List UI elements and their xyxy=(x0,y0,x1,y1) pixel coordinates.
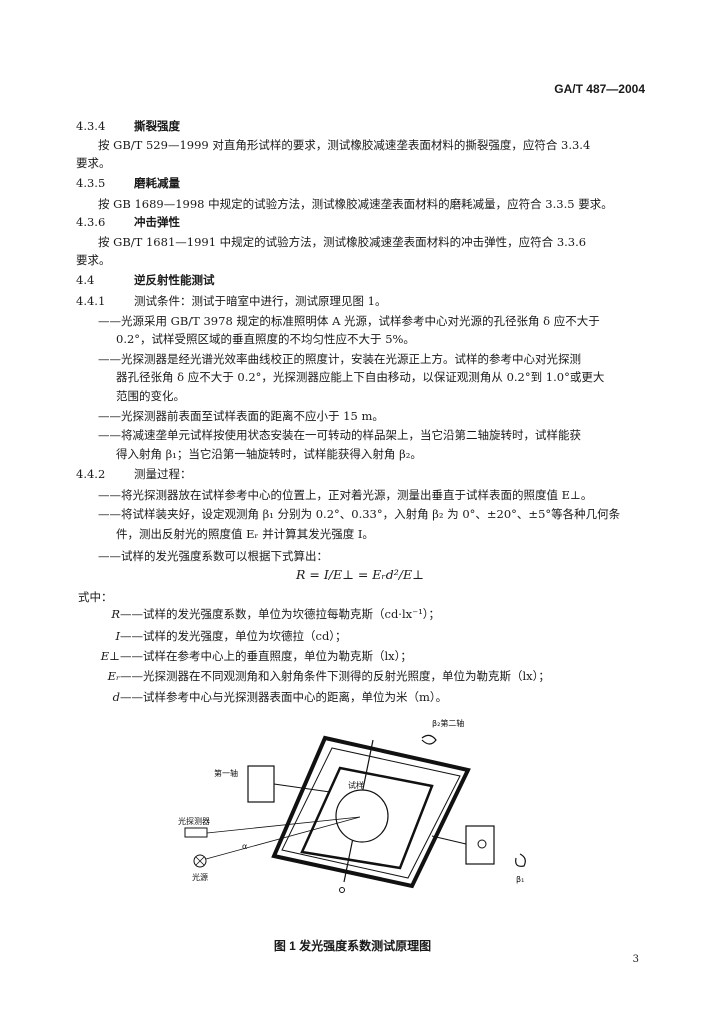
definition-item: I——试样的发光强度，单位为坎德拉（cd）； xyxy=(78,628,347,644)
line-text: 得入射角 β₁；当它沿第一轴旋转时，试样能获得入射角 β₂。 xyxy=(116,447,422,461)
text-line: ——光探测器是经光谱光效率曲线校正的照度计，安装在光源正上方。试样的参考中心对光… xyxy=(98,351,581,367)
line-text: 测试条件：测试于暗室中进行，测试原理见图 1。 xyxy=(134,294,387,308)
clause-number: 4.3.4 xyxy=(76,119,106,133)
label-sample: 试样 xyxy=(348,780,364,790)
text-line: 4.4 逆反射性能测试 xyxy=(76,272,215,288)
line-text: 按 GB/T 529—1999 对直角形试样的要求，测试橡胶减速垄表面材料的撕裂… xyxy=(98,138,591,152)
text-line: ——将减速垄单元试样按使用状态安装在一可转动的样品架上，当它沿第二轴旋转时，试样… xyxy=(98,427,581,443)
clause-number: 4.4.2 xyxy=(76,467,106,481)
line-text: 测量过程： xyxy=(134,467,192,481)
text-line: 按 GB/T 1681—1991 中规定的试验方法，测试橡胶减速垄表面材料的冲击… xyxy=(98,234,586,250)
text-line: 件，测出反射光的照度值 Eᵣ 并计算其发光强度 I。 xyxy=(116,526,374,542)
line-text: ——光探测器是经光谱光效率曲线校正的照度计，安装在光源正上方。试样的参考中心对光… xyxy=(98,352,581,366)
definition-item: E⊥——试样在参考中心上的垂直照度，单位为勒克斯（lx）； xyxy=(78,648,412,664)
text-line: 0.2°，试样受照区域的垂直照度的不均匀性应不大于 5%。 xyxy=(116,331,415,347)
definition-item: R——试样的发光强度系数，单位为坎德拉每勒克斯（cd·lx⁻¹）； xyxy=(78,606,440,622)
figure-caption: 图 1 发光强度系数测试原理图 xyxy=(273,939,432,953)
clause-title: 撕裂强度 xyxy=(134,119,180,133)
line-text: 按 GB/T 1681—1991 中规定的试验方法，测试橡胶减速垄表面材料的冲击… xyxy=(98,235,587,249)
text-line: 按 GB/T 529—1999 对直角形试样的要求，测试橡胶减速垄表面材料的撕裂… xyxy=(98,137,590,153)
label-alpha: α xyxy=(242,842,247,851)
outer-frame xyxy=(271,735,471,889)
text-line: ——光源采用 GB/T 3978 规定的标准照明体 A 光源，试样参考中心对光源… xyxy=(98,313,600,329)
line-text: ——将试样装夹好，设定观测角 β₁ 分别为 0.2°、0.33°，入射角 β₂ … xyxy=(98,507,621,521)
detector-box xyxy=(184,827,208,838)
clause-number: 4.3.5 xyxy=(76,176,106,190)
line-text: 按 GB 1689—1998 中规定的试验方法，测试橡胶减速垄表面材料的磨耗减量… xyxy=(98,197,613,211)
line-text: ——将减速垄单元试样按使用状态安装在一可转动的样品架上，当它沿第二轴旋转时，试样… xyxy=(98,428,581,442)
text-line: 按 GB 1689—1998 中规定的试验方法，测试橡胶减速垄表面材料的磨耗减量… xyxy=(98,196,613,212)
text-line: 4.4.2 测量过程： xyxy=(76,466,192,482)
definition-text: ——试样在参考中心上的垂直照度，单位为勒克斯（lx）； xyxy=(120,649,412,663)
pivot-hole xyxy=(477,839,487,849)
text-line: 4.3.6 冲击弹性 xyxy=(76,214,180,230)
text-line: 4.4.1 测试条件：测试于暗室中进行，测试原理见图 1。 xyxy=(76,293,386,309)
text-line: ——将光探测器放在试样参考中心的位置上，正对着光源，测量出垂直于试样表面的照度值… xyxy=(98,487,592,503)
label-source: 光源 xyxy=(192,872,208,882)
text-line: 要求。 xyxy=(76,155,111,171)
sample-circle xyxy=(335,789,389,843)
first-axis-bracket xyxy=(247,765,275,803)
where-label: 式中： xyxy=(78,590,113,604)
line-text: 器孔径张角 δ 应不大于 0.2°，光探测器应能上下自由移动，以保证观测角从 0… xyxy=(116,370,605,384)
text-line: 器孔径张角 δ 应不大于 0.2°，光探测器应能上下自由移动，以保证观测角从 0… xyxy=(116,369,604,385)
clause-title: 冲击弹性 xyxy=(134,215,180,229)
definition-text: ——试样参考中心与光探测器表面中心的距离，单位为米（m）。 xyxy=(120,690,448,704)
definition-symbol: R xyxy=(111,607,120,621)
definition-symbol: d xyxy=(112,690,120,704)
page-number: 3 xyxy=(632,954,639,965)
definition-text: ——光探测器在不同观测角和入射角条件下测得的反射光照度，单位为勒克斯（lx）； xyxy=(120,669,550,683)
rotation-arrow-right xyxy=(515,853,526,867)
label-beta1: β₁ xyxy=(516,875,524,884)
definition-item: Eᵣ——光探测器在不同观测角和入射角条件下测得的反射光照度，单位为勒克斯（lx）… xyxy=(78,668,550,684)
label-axis1: 第一轴 xyxy=(214,768,238,778)
clause-number: 4.4 xyxy=(76,273,95,287)
line-text: ——光源采用 GB/T 3978 规定的标准照明体 A 光源，试样参考中心对光源… xyxy=(98,314,600,328)
definition-symbol: I xyxy=(115,629,120,643)
clause-number: 4.4.1 xyxy=(76,294,106,308)
definition-symbol: Eᵣ xyxy=(107,669,120,683)
line-text: ——光探测器前表面至试样表面的距离不应小于 15 m。 xyxy=(98,409,384,423)
formula: R = I/E⊥ = Eᵣd²/E⊥ xyxy=(296,567,424,582)
standard-code: GA/T 487—2004 xyxy=(554,82,645,96)
label-axis2: β₂第二轴 xyxy=(432,718,464,728)
text-line: ——将试样装夹好，设定观测角 β₁ 分别为 0.2°、0.33°，入射角 β₂ … xyxy=(98,506,620,522)
line-text: 0.2°，试样受照区域的垂直照度的不均匀性应不大于 5%。 xyxy=(116,332,415,346)
definition-text: ——试样的发光强度系数，单位为坎德拉每勒克斯（cd·lx⁻¹）； xyxy=(120,607,441,621)
text-line: 要求。 xyxy=(76,252,111,268)
definition-text: ——试样的发光强度，单位为坎德拉（cd）； xyxy=(120,629,347,643)
rotation-arrow-top xyxy=(421,734,437,745)
definition-symbol: E⊥ xyxy=(100,649,120,663)
figure-diagram: β₂第二轴 第一轴 试样 光探测器 光源 α β₁ xyxy=(178,718,526,893)
text-line: 4.3.5 磨耗减量 xyxy=(76,175,180,191)
text-line: 得入射角 β₁；当它沿第一轴旋转时，试样能获得入射角 β₂。 xyxy=(116,446,422,462)
line-text: 范围的变化。 xyxy=(116,389,185,403)
definition-item: d——试样参考中心与光探测器表面中心的距离，单位为米（m）。 xyxy=(78,689,448,705)
clause-title: 逆反射性能测试 xyxy=(134,273,215,287)
line-text: ——将光探测器放在试样参考中心的位置上，正对着光源，测量出垂直于试样表面的照度值… xyxy=(98,488,593,502)
line-text: 要求。 xyxy=(76,253,111,267)
text-line: 范围的变化。 xyxy=(116,388,185,404)
clause-title: 磨耗减量 xyxy=(134,176,180,190)
label-detector: 光探测器 xyxy=(178,816,210,826)
text-line: ——试样的发光强度系数可以根据下式算出： xyxy=(98,548,328,564)
right-bracket xyxy=(465,825,495,865)
text-line: 4.3.4 撕裂强度 xyxy=(76,118,180,134)
text-line: ——光探测器前表面至试样表面的距离不应小于 15 m。 xyxy=(98,408,384,424)
clause-number: 4.3.6 xyxy=(76,215,106,229)
line-text: 件，测出反射光的照度值 Eᵣ 并计算其发光强度 I。 xyxy=(116,527,374,541)
line-text: 要求。 xyxy=(76,156,111,170)
line-text: ——试样的发光强度系数可以根据下式算出： xyxy=(98,549,328,563)
